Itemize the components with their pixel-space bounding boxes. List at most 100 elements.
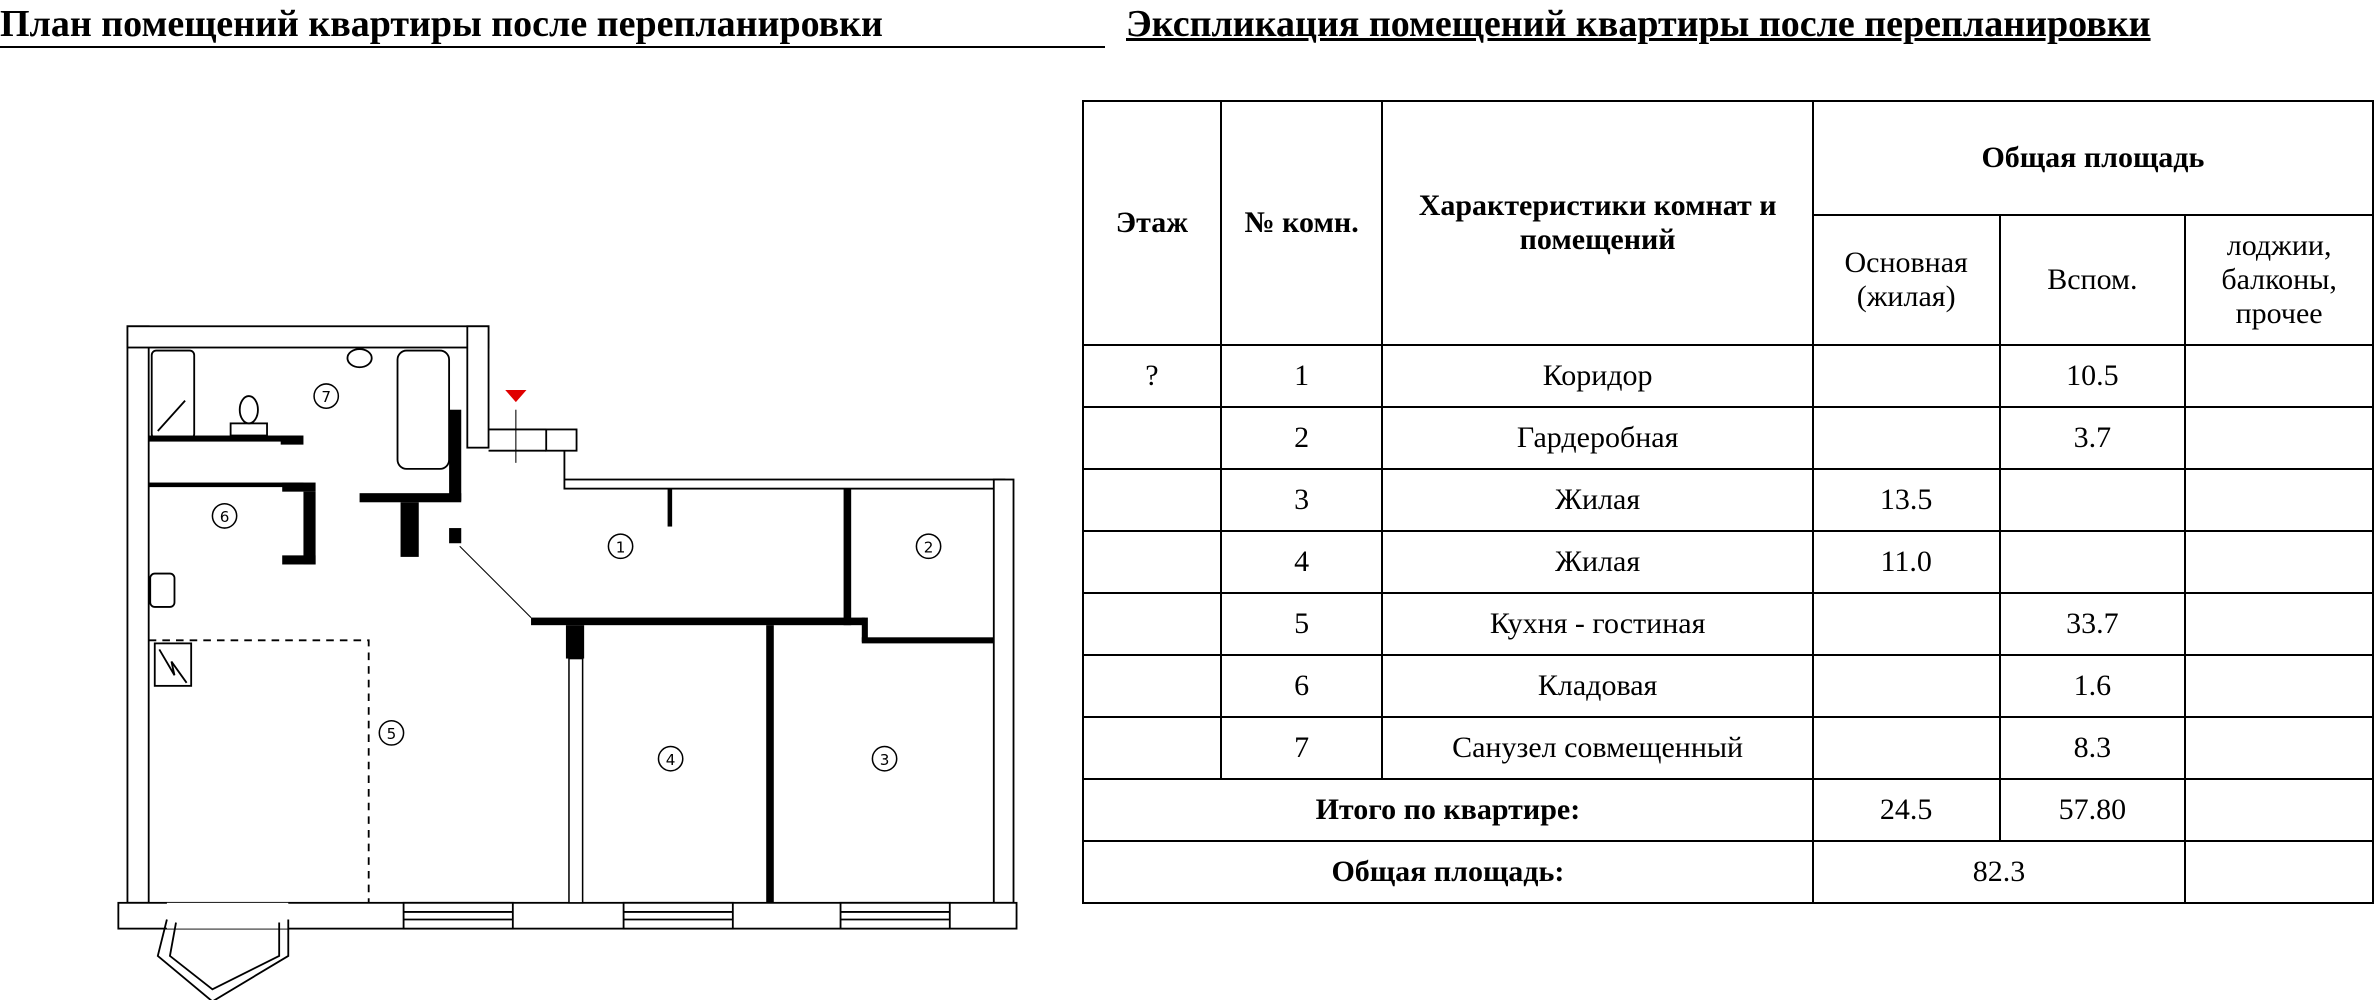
electric-panel (153, 642, 193, 687)
wall-left (126, 325, 150, 904)
cell-aux (1998, 530, 2187, 594)
wall-right (992, 478, 1015, 904)
cell-aux: 10.5 (1998, 344, 2187, 408)
cell-other (2184, 344, 2374, 408)
room-label-2: 2 (915, 533, 942, 560)
cell-other (2184, 468, 2374, 532)
zone-dashed (148, 639, 370, 903)
area-label: Общая площадь: (1082, 840, 1814, 904)
svg-text:3: 3 (880, 751, 890, 769)
total-label: Итого по квартире: (1082, 778, 1814, 842)
svg-text:5: 5 (387, 725, 397, 743)
cell-other (2184, 654, 2374, 718)
cell-name: Кладовая (1381, 654, 1814, 718)
room-label-5: 5 (378, 720, 405, 746)
cell-floor (1082, 530, 1222, 594)
interior-walls (148, 409, 994, 903)
cell-name: Санузел совмещенный (1381, 716, 1814, 780)
bathtub (396, 349, 451, 470)
wall-top (126, 325, 490, 349)
room-label-3: 3 (871, 745, 898, 772)
cell-main (1811, 344, 2001, 408)
cell-main: 11.0 (1811, 530, 2001, 594)
cell-no: 7 (1219, 716, 1384, 780)
cell-aux: 8.3 (1998, 716, 2187, 780)
total-aux: 57.80 (1998, 778, 2187, 842)
header-room-no: № комн. (1219, 100, 1384, 346)
svg-text:7: 7 (321, 388, 331, 406)
cell-no: 3 (1219, 468, 1384, 532)
cell-aux (1998, 468, 2187, 532)
cell-name: Кухня - гостиная (1381, 592, 1814, 656)
cell-aux: 33.7 (1998, 592, 2187, 656)
entrance-wall (545, 428, 578, 452)
wall-corridor-top (563, 478, 1006, 490)
windows (402, 901, 951, 930)
header-floor: Этаж (1082, 100, 1222, 346)
explication-table: Этаж № комн. Характеристики комнат и пом… (1082, 100, 2375, 904)
cell-main (1811, 406, 2001, 470)
floor-plan: 1 2 3 4 5 6 7 (117, 325, 1018, 1000)
cell-other (2184, 406, 2374, 470)
cell-no: 5 (1219, 592, 1384, 656)
area-row: Общая площадь: 82.3 (1082, 840, 2374, 904)
cell-main: 13.5 (1811, 468, 2001, 532)
cell-floor (1082, 406, 1222, 470)
cell-floor (1082, 468, 1222, 532)
room-label-7: 7 (313, 383, 340, 409)
bay-window (156, 919, 290, 1000)
cell-aux: 3.7 (1998, 406, 2187, 470)
header-aux: Вспом. (1998, 214, 2187, 346)
cell-other (2184, 716, 2374, 780)
cell-main (1811, 654, 2001, 718)
cell-aux: 1.6 (1998, 654, 2187, 718)
sink (346, 348, 373, 369)
room-label-6: 6 (211, 503, 238, 529)
cell-main (1811, 592, 2001, 656)
total-main: 24.5 (1811, 778, 2001, 842)
toilet (238, 395, 259, 425)
shower (150, 349, 196, 440)
room-label-4: 4 (657, 745, 684, 772)
cell-floor (1082, 592, 1222, 656)
area-other (2184, 840, 2374, 904)
svg-text:4: 4 (666, 751, 676, 769)
cell-other (2184, 530, 2374, 594)
cell-main (1811, 716, 2001, 780)
cell-name: Жилая (1381, 530, 1814, 594)
total-row: Итого по квартире: 24.5 57.80 (1082, 778, 2374, 842)
explication-title: Экспликация помещений квартиры после пер… (1126, 3, 2151, 45)
total-other (2184, 778, 2374, 842)
cell-no: 2 (1219, 406, 1384, 470)
cell-no: 6 (1219, 654, 1384, 718)
entrance-marker-icon (505, 390, 527, 403)
cell-name: Жилая (1381, 468, 1814, 532)
svg-text:6: 6 (220, 508, 230, 526)
sink-kitchen (149, 572, 176, 608)
cell-floor (1082, 716, 1222, 780)
svg-text:2: 2 (924, 538, 934, 556)
header-total-area: Общая площадь (1811, 100, 2375, 216)
header-main: Основная (жилая) (1811, 214, 2001, 346)
cell-floor: ? (1082, 344, 1222, 408)
cell-other (2184, 592, 2374, 656)
cell-floor (1082, 654, 1222, 718)
area-value: 82.3 (1811, 840, 2187, 904)
cell-name: Коридор (1381, 344, 1814, 408)
header-characteristics: Характеристики комнат и помещений (1381, 100, 1814, 346)
room-label-1: 1 (607, 533, 634, 560)
cell-no: 1 (1219, 344, 1384, 408)
svg-text:1: 1 (616, 538, 626, 556)
cell-no: 4 (1219, 530, 1384, 594)
cell-name: Гардеробная (1381, 406, 1814, 470)
plan-title: План помещений квартиры после перепланир… (0, 2, 1105, 48)
header-other: лоджии, балконы, прочее (2184, 214, 2374, 346)
wall-bath-right (466, 325, 490, 449)
